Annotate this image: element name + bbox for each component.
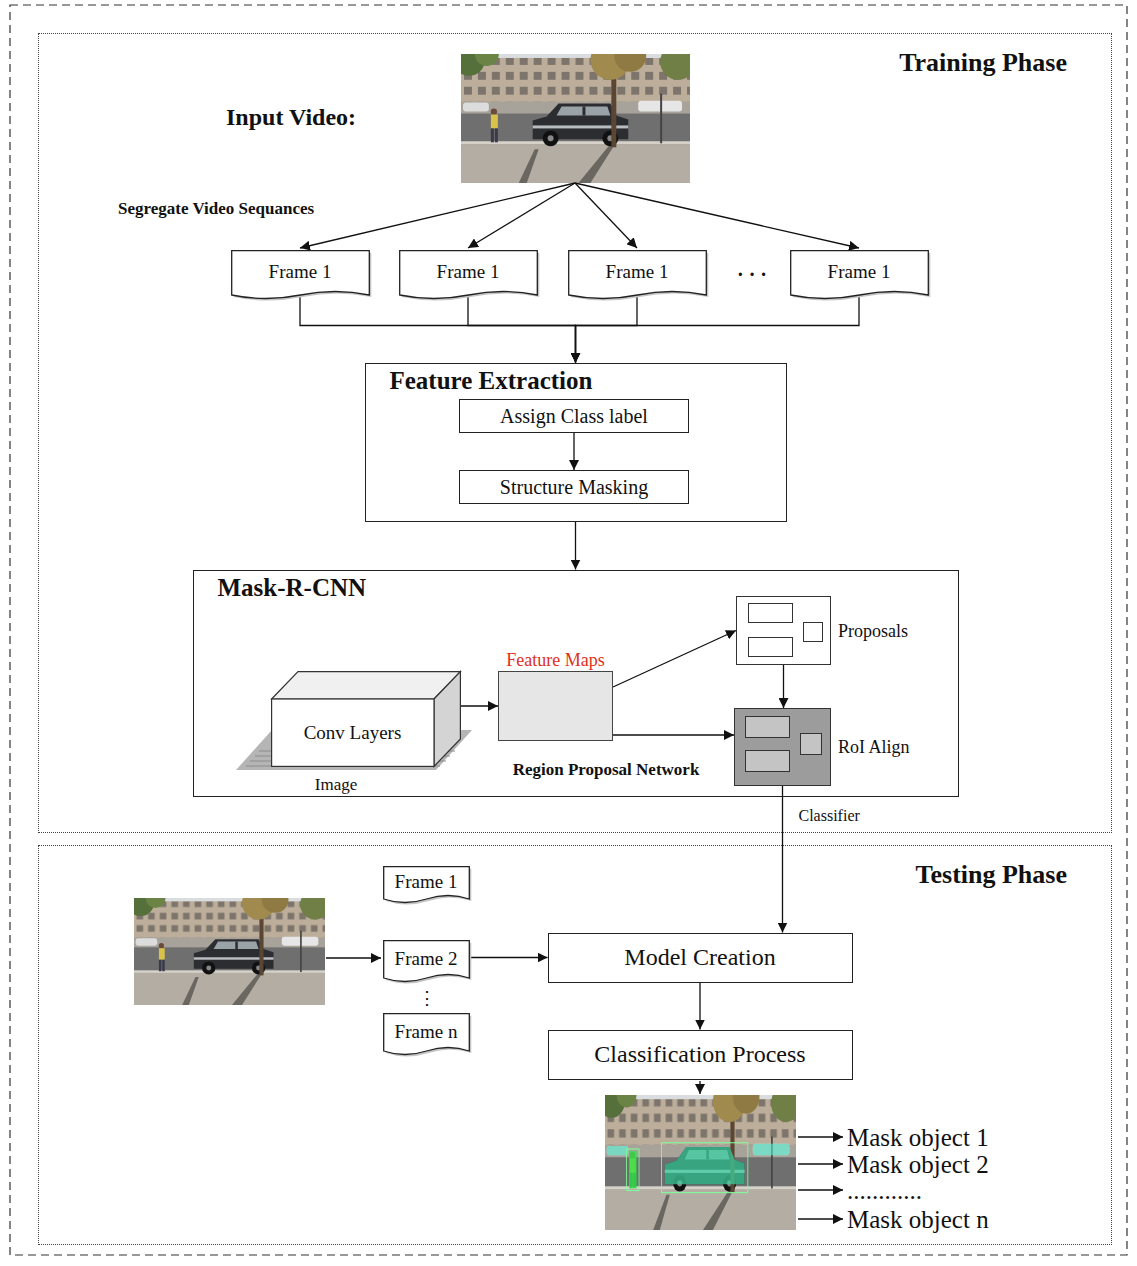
node-label: Structure Masking [500, 476, 648, 499]
node-heading: Training Phase [899, 48, 1067, 78]
test-video-image [127, 886, 330, 1005]
diagram-label: Mask object 2 [847, 1152, 989, 1177]
node-heading: Testing Phase [916, 860, 1067, 890]
node-heading: Feature Maps [506, 650, 604, 671]
frame-document: Frame 1 [568, 250, 707, 302]
connector-arrow [699, 983, 700, 1030]
process-box: Model Creation [548, 933, 853, 983]
connector-arrow [468, 295, 576, 363]
diagram-label: Mask object 1 [847, 1125, 989, 1150]
node-label: Classification Process [594, 1041, 805, 1069]
region-box [748, 603, 793, 623]
diagram-label: Input Video: [226, 105, 356, 129]
flow-arrows [326, 958, 843, 1219]
node-label: Assign Class label [500, 405, 648, 428]
node-label: Frame 1 [828, 261, 891, 283]
region-box [748, 637, 793, 657]
region-box [745, 716, 790, 738]
process-box: Classification Process [548, 1030, 853, 1080]
connector-arrow [782, 786, 783, 933]
cube-outline [271, 671, 461, 767]
frame-document: Frame n [383, 1013, 470, 1058]
input-video-image [453, 40, 696, 183]
node-label: Model Creation [624, 944, 775, 972]
diagram-label: ⋮ [418, 989, 436, 1007]
region-box [745, 750, 790, 772]
node-label: Frame 1 [269, 261, 332, 283]
connector-arrow [300, 295, 576, 363]
diagram-label: · · · [737, 264, 767, 284]
diagram-label: ............ [847, 1178, 922, 1203]
node-label: Frame 1 [437, 261, 500, 283]
module-box: Assign Class labelStructure Masking Featu… [365, 363, 787, 522]
connector-arrow [613, 734, 734, 735]
process-box: Structure Masking [459, 470, 689, 504]
diagram-label: Region Proposal Network [513, 761, 700, 778]
frame-document: Frame 1 [399, 250, 538, 302]
connector-arrow [461, 705, 498, 706]
process-box: Assign Class label [459, 399, 689, 433]
connector-arrow [783, 665, 784, 708]
node-heading: RoI Align [838, 737, 910, 758]
conv-layers-cube: Conv Layers [271, 671, 461, 767]
split-arrows [300, 183, 859, 248]
connector-arrow [576, 295, 638, 363]
node-label: Frame 2 [395, 948, 458, 970]
connector-arrow [575, 522, 576, 570]
diagram-label: Image [315, 776, 357, 793]
connector-arrow [613, 631, 736, 688]
segmented-output-image [598, 1080, 801, 1230]
frame-document: Frame 1 [790, 250, 929, 302]
connector-arrow [573, 433, 574, 470]
region-box [803, 622, 823, 642]
node-heading: Mask-R-CNN [218, 574, 367, 603]
connector-arrow [576, 295, 860, 363]
phase-region: Frame 1 Frame 1 Frame 1 Frame 1 Assign Class… [38, 33, 1112, 833]
phase-region: Frame 1 Frame 2 Frame n Model CreationClass… [38, 845, 1112, 1245]
node-heading: Conv Layers [271, 699, 434, 767]
proposals-box: Proposals [736, 596, 831, 665]
node-heading: Feature Extraction [390, 367, 593, 396]
frame-document: Frame 1 [383, 866, 470, 906]
node-label: Frame 1 [606, 261, 669, 283]
region-box [800, 733, 822, 755]
diagram-label: Mask object n [847, 1207, 989, 1232]
outer-frame [10, 5, 1127, 1255]
edge-label: Classifier [797, 808, 862, 824]
node-label: Frame 1 [395, 871, 458, 893]
connector-arrow [470, 957, 548, 958]
roi-align-box: RoI Align [734, 708, 831, 786]
node-label: Frame n [395, 1021, 458, 1043]
frame-document: Frame 2 [383, 940, 470, 985]
frame-document: Frame 1 [231, 250, 370, 302]
diagram-label: Segregate Video Sequances [118, 200, 314, 217]
feature-map-box: Feature Maps [498, 671, 613, 741]
node-heading: Proposals [838, 620, 908, 641]
